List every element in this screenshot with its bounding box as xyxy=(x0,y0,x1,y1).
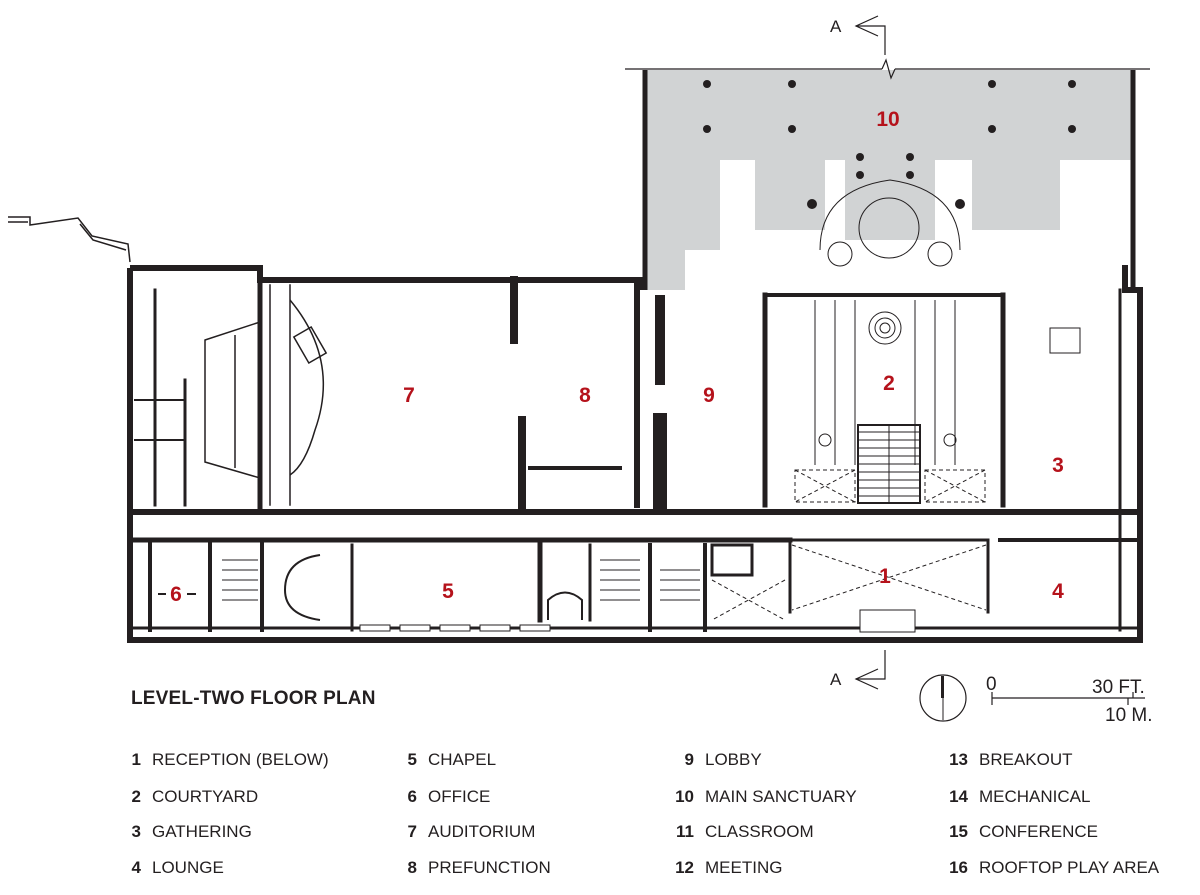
room-number: 3 xyxy=(1052,454,1064,477)
room-number: 5 xyxy=(442,580,454,603)
courtyard-stair xyxy=(857,424,921,504)
north-arrow xyxy=(919,674,967,722)
window-openings xyxy=(359,609,916,633)
svg-text:A: A xyxy=(830,670,842,689)
svg-text:0: 0 xyxy=(986,674,997,695)
svg-text:10 M.: 10 M. xyxy=(1105,705,1153,726)
room-number: 7 xyxy=(403,384,415,407)
room-numbers: 1 2 3 4 5 6 7 8 9 10 xyxy=(158,108,1064,606)
auditorium-stage xyxy=(204,299,328,479)
room-number: 6 xyxy=(170,583,182,606)
plan-title: LEVEL-TWO FLOOR PLAN xyxy=(131,688,376,709)
room-number: 2 xyxy=(883,372,895,395)
section-mark-bottom: A xyxy=(830,650,886,690)
room-number: 8 xyxy=(579,384,591,407)
courtyard-area xyxy=(814,179,961,465)
interior-walls xyxy=(132,276,1138,632)
room-number: 10 xyxy=(876,108,899,131)
section-mark-top: A xyxy=(830,15,886,55)
scale-bar: 0 30 FT. 10 M. xyxy=(986,674,1153,726)
open-to-below xyxy=(711,469,987,621)
chapel-details xyxy=(222,327,1081,621)
exterior-ramp xyxy=(8,216,131,263)
room-number: 4 xyxy=(1052,580,1064,603)
room-number: 1 xyxy=(879,565,891,588)
room-number: 9 xyxy=(703,384,715,407)
svg-text:A: A xyxy=(830,17,842,36)
main-sanctuary-area xyxy=(625,58,1150,290)
sanctuary-columns xyxy=(703,80,1076,209)
svg-text:30 FT.: 30 FT. xyxy=(1092,677,1145,698)
